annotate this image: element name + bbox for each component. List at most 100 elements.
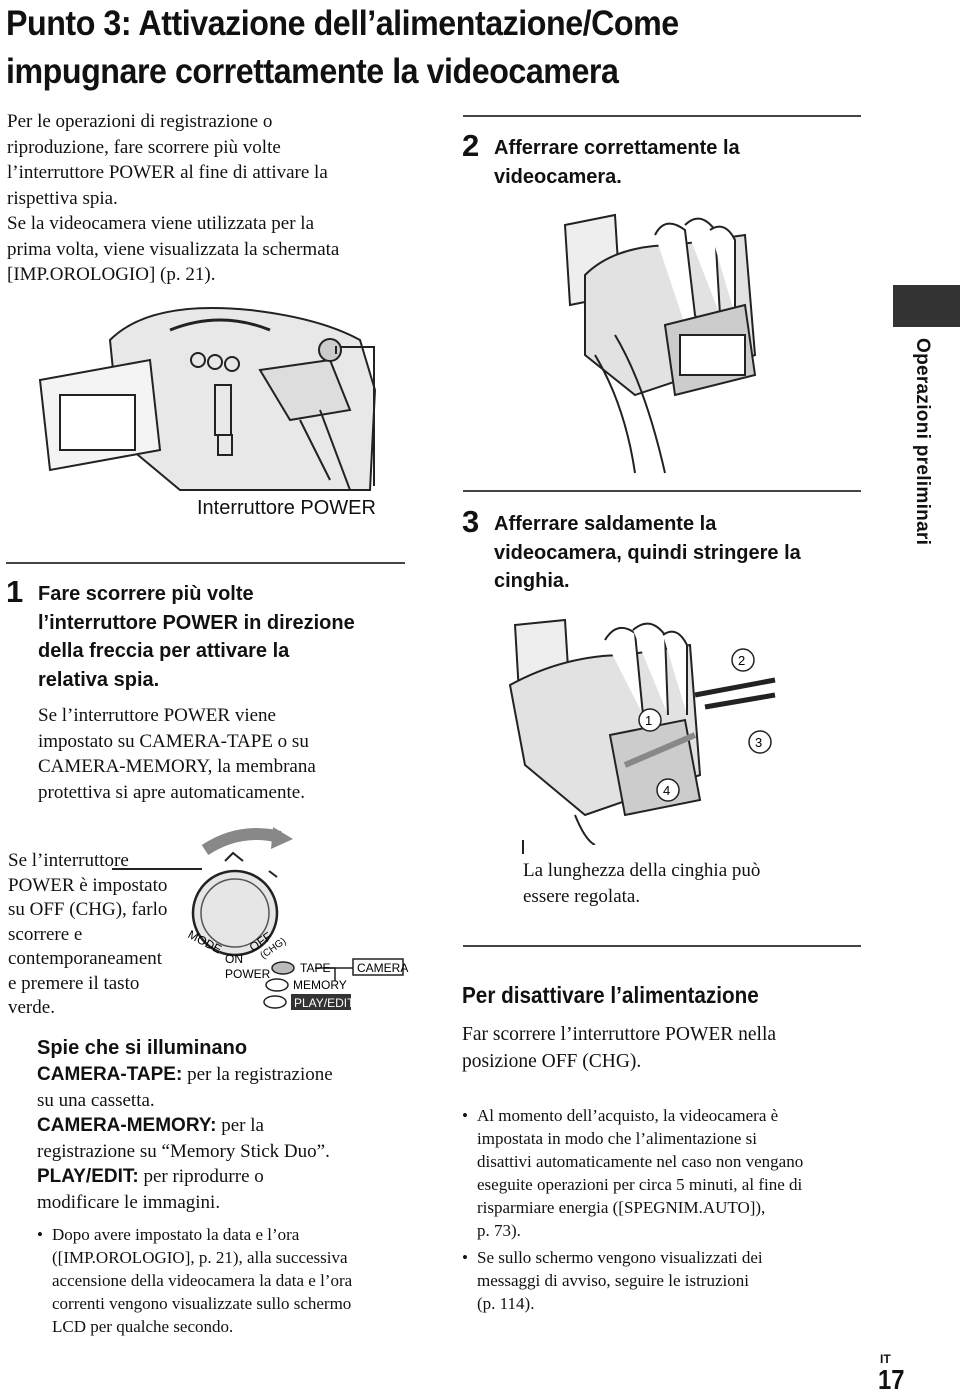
tape-label: TAPE — [300, 961, 330, 975]
step-3-number: 3 — [462, 504, 480, 539]
callout-3: 3 — [755, 735, 762, 750]
lamp-text: su una cassetta. — [37, 1089, 155, 1111]
lamp-item: CAMERA-TAPE: per la registrazione su una… — [37, 1062, 417, 1113]
bullet-line: correnti vengono visualizzate sullo sche… — [52, 1294, 352, 1313]
play-edit-label: PLAY/EDIT — [294, 996, 355, 1010]
step-2-heading-line: videocamera. — [494, 165, 622, 188]
step-3-heading: Afferrare saldamente la videocamera, qui… — [494, 510, 874, 596]
page-number: 17 — [878, 1364, 905, 1395]
side-note-leader — [112, 868, 202, 870]
intro-paragraph: Per le operazioni di registrazione o rip… — [7, 109, 427, 288]
bullet-line: impostata in modo che l’alimentazione si — [477, 1129, 757, 1148]
step-1-rule — [6, 562, 405, 564]
hand-grip-illustration — [563, 213, 757, 474]
side-note-line: Se l’interruttore — [8, 850, 129, 871]
section-tab-text: Operazioni preliminari — [912, 338, 933, 546]
callout-4: 4 — [663, 783, 670, 798]
step-1-body-line: Se l’interruttore POWER viene — [38, 705, 276, 726]
memory-label: MEMORY — [293, 978, 347, 992]
power-off-body-line: posizione OFF (CHG). — [462, 1050, 642, 1072]
intro-line: l’interruttore POWER al fine di attivare… — [7, 162, 328, 183]
callout-2: 2 — [738, 653, 745, 668]
lamp-item: PLAY/EDIT: per riprodurre o modificare l… — [37, 1164, 417, 1215]
intro-line: Per le operazioni di registrazione o — [7, 111, 273, 132]
page-title-line-1: Punto 3: Attivazione dell’alimentazione/… — [6, 4, 679, 43]
power-label: POWER — [225, 967, 271, 981]
lamps-section: Spie che si illuminano CAMERA-TAPE: per … — [37, 1035, 417, 1338]
step-3-heading-line: videocamera, quindi stringere la — [494, 541, 801, 564]
step-1-body-line: CAMERA-MEMORY, la membrana — [38, 756, 316, 777]
lamp-text: per la — [216, 1115, 264, 1136]
side-note-line: e premere il tasto — [8, 972, 140, 994]
section-tab-label: Operazioni preliminari — [907, 338, 935, 558]
lamp-text: registrazione su “Memory Stick Duo”. — [37, 1140, 330, 1162]
bullet-line: (p. 114). — [477, 1294, 535, 1313]
step-3-heading-line: cinghia. — [494, 570, 570, 592]
step-1-heading-line: l’interruttore POWER in direzione — [38, 611, 355, 634]
bullet-line: p. 73). — [477, 1221, 521, 1240]
step-1-body-line: impostato su CAMERA-TAPE o su — [38, 730, 309, 752]
lamp-item: CAMERA-MEMORY: per la registrazione su “… — [37, 1113, 417, 1164]
bullet-line: disattivi automaticamente nel caso non v… — [477, 1152, 804, 1171]
bullet-line: Al momento dell’acquisto, la videocamera… — [477, 1106, 779, 1125]
side-note-line: contemporaneament — [8, 948, 163, 969]
intro-line: [IMP.OROLOGIO] (p. 21). — [7, 264, 216, 285]
bullet-line: risparmiare energia ([SPEGNIM.AUTO]), — [477, 1198, 766, 1217]
power-off-rule — [463, 945, 861, 947]
power-off-bullet: Se sullo schermo vengono visualizzati de… — [462, 1246, 872, 1315]
lamp-key: CAMERA-TAPE: — [37, 1064, 183, 1085]
strap-note: La lunghezza della cinghia può essere re… — [523, 858, 853, 909]
step-1-heading-line: relativa spia. — [38, 668, 160, 691]
camcorder-power-switch-illustration — [38, 307, 377, 491]
intro-line: riproduzione, fare scorrere più volte — [7, 136, 281, 158]
power-off-bullets: Al momento dell’acquisto, la videocamera… — [462, 1104, 872, 1315]
intro-line: rispettiva spia. — [7, 187, 118, 209]
strap-note-line: essere regolata. — [523, 885, 641, 907]
step-1-number: 1 — [6, 574, 24, 609]
lamp-text: per riprodurre o — [138, 1166, 264, 1187]
power-off-body: Far scorrere l’interruttore POWER nella … — [462, 1022, 857, 1075]
step-1-body-line: protettiva si apre automaticamente. — [38, 781, 305, 803]
page-title: Punto 3: Attivazione dell’alimentazione/… — [6, 0, 816, 96]
step-3-heading-line: Afferrare saldamente la — [494, 513, 717, 535]
step-2-rule — [463, 115, 861, 117]
power-dial-illustration: MODE ON POWER OFF (CHG) TAPE MEMORY CAME… — [186, 827, 408, 1010]
power-off-bullet: Al momento dell’acquisto, la videocamera… — [462, 1104, 872, 1242]
camera-label: CAMERA — [357, 961, 408, 975]
lamp-key: PLAY/EDIT: — [37, 1166, 139, 1187]
power-off-body-line: Far scorrere l’interruttore POWER nella — [462, 1024, 777, 1045]
step-1-heading-line: della freccia per attivare la — [38, 640, 290, 662]
section-tab-marker — [893, 285, 960, 327]
step-2-heading: Afferrare correttamente la videocamera. — [494, 134, 854, 191]
lamps-bullet: Dopo avere impostato la data e l’ora ([I… — [37, 1223, 417, 1338]
step-1-body: Se l’interruttore POWER viene impostato … — [38, 703, 418, 805]
bullet-line: eseguite operazioni per circa 5 minuti, … — [477, 1175, 803, 1194]
lamps-heading: Spie che si illuminano — [37, 1037, 248, 1059]
bullet-line: Se sullo schermo vengono visualizzati de… — [477, 1248, 763, 1267]
strap-note-line: La lunghezza della cinghia può — [523, 860, 761, 881]
side-note-line: POWER è impostato — [8, 874, 168, 896]
step-3-rule — [463, 490, 861, 492]
step-1-heading-line: Fare scorrere più volte — [38, 583, 254, 605]
strap-tighten-illustration: 2 1 3 4 — [508, 618, 776, 845]
lamp-text: per la registrazione — [182, 1064, 333, 1085]
step-2-number: 2 — [462, 128, 480, 163]
bullet-line: messaggi di avviso, seguire le istruzion… — [477, 1271, 749, 1290]
side-note-line: scorrere e — [8, 923, 83, 945]
footer-language: IT — [880, 1352, 891, 1366]
callout-1: 1 — [645, 713, 652, 728]
bullet-line: Dopo avere impostato la data e l’ora — [52, 1225, 300, 1244]
intro-line: prima volta, viene visualizzata la scher… — [7, 238, 340, 260]
step-1-heading: Fare scorrere più volte l’interruttore P… — [38, 580, 418, 694]
side-note-line: su OFF (CHG), farlo — [8, 899, 168, 920]
page-title-line-2: impugnare correttamente la videocamera — [6, 52, 619, 91]
bullet-line: LCD per qualche secondo. — [52, 1317, 234, 1336]
intro-line: Se la videocamera viene utilizzata per l… — [7, 213, 315, 234]
side-note: Se l’interruttore POWER è impostato su O… — [8, 849, 193, 1021]
lamp-text: modificare le immagini. — [37, 1191, 221, 1213]
power-switch-label: Interruttore POWER — [197, 497, 376, 519]
on-label: ON — [225, 952, 243, 966]
bullet-line: ([IMP.OROLOGIO], p. 21), alla successiva — [52, 1248, 348, 1267]
side-note-line: verde. — [8, 997, 55, 1018]
bullet-line: accensione della videocamera la data e l… — [52, 1271, 353, 1290]
